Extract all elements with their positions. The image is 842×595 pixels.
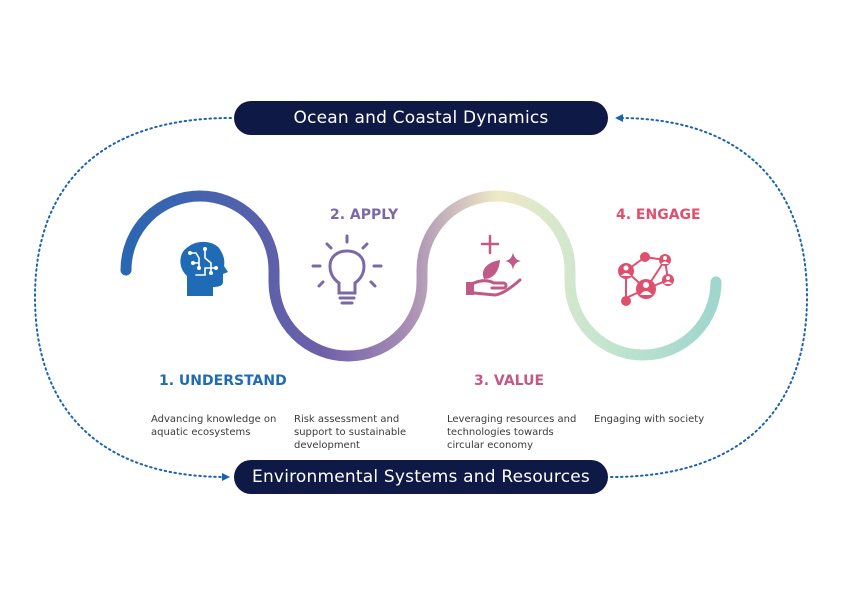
step-understand-title: 1. UNDERSTAND [159,373,287,389]
step-apply-title: 2. APPLY [330,207,399,223]
ocean-coastal-dynamics-label: Ocean and Coastal Dynamics [293,108,549,128]
lightbulb-icon [311,234,383,305]
step-apply-description: Risk assessment and support to sustainab… [294,414,407,451]
cycle-arrow-right [610,114,809,478]
step-engage-description: Engaging with society [594,414,705,425]
ocean-coastal-dynamics-bar: Ocean and Coastal Dynamics [234,101,608,135]
process-wave [120,190,722,362]
brain-icon [180,241,228,296]
environmental-systems-label: Environmental Systems and Resources [252,467,590,487]
environmental-systems-bar: Environmental Systems and Resources [234,460,608,494]
step-value-description: Leveraging resources and technologies to… [447,414,577,451]
step-engage-title: 4. ENGAGE [616,207,701,223]
step-understand-description: Advancing knowledge on aquatic ecosystem… [151,414,277,438]
cycle-arrow-left [33,117,232,481]
hand-leaf-icon [466,234,522,297]
network-people-icon [618,252,674,306]
step-value-title: 3. VALUE [474,373,545,389]
